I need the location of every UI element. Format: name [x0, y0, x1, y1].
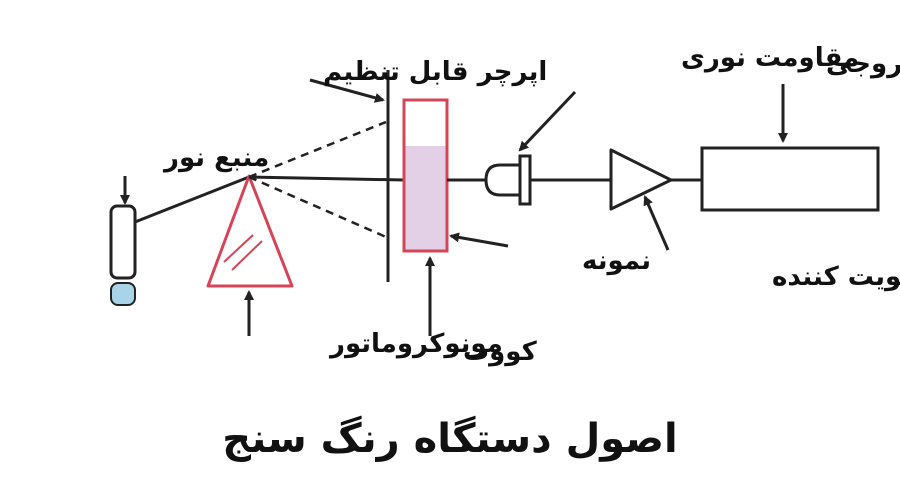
- label-adjustable-aperture: اپرچر قابل تنظیم: [323, 57, 547, 87]
- arrow-aperture: [309, 78, 385, 103]
- arrow-sample: [449, 232, 509, 248]
- label-sample: نمونه: [582, 246, 651, 276]
- output-box: [700, 146, 880, 212]
- monochromator-prism: [206, 174, 294, 288]
- beam-lamp-to-prism: [134, 175, 250, 224]
- label-light-source: منبع نور: [162, 143, 269, 173]
- beam-center: [248, 175, 405, 182]
- beam-upper-dashed: [248, 120, 387, 179]
- cuvette: [402, 98, 449, 253]
- arrow-amplifier: [643, 195, 670, 251]
- beam-lower-dashed: [248, 175, 387, 239]
- light-source: [109, 204, 137, 306]
- label-amplifier: تقویت کننده: [772, 262, 900, 292]
- label-monochromator: مونوکروماتور: [328, 329, 503, 359]
- label-output: خروجی: [826, 49, 900, 79]
- diagram-title: اصول دستگاه رنگ سنج: [222, 415, 678, 462]
- label-cuvette: کووت: [463, 337, 538, 367]
- label-photoresistor: مقاومت نوری: [681, 43, 859, 73]
- photoresistor: [484, 154, 532, 206]
- arrow-photoresistor: [518, 90, 577, 152]
- amplifier: [609, 148, 673, 211]
